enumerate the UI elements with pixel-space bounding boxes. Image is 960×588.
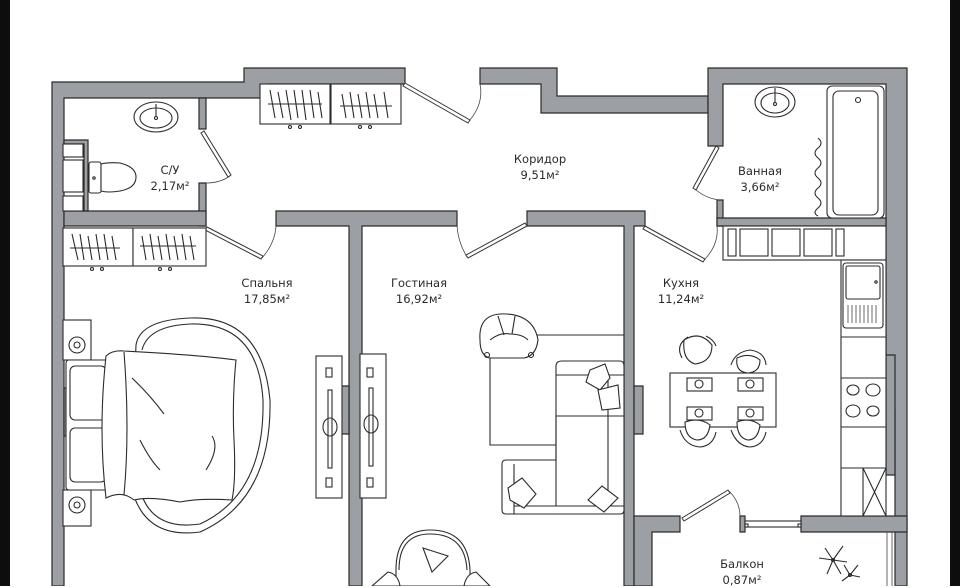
door-bedroom[interactable] <box>204 225 277 260</box>
room-area: 9,51м² <box>520 168 560 182</box>
doors <box>200 82 893 586</box>
wall-wc-bottom <box>63 210 207 227</box>
wall-wc-right <box>198 97 207 130</box>
door-kitchen[interactable] <box>642 225 718 263</box>
wc-sink-icon <box>133 101 179 133</box>
window-balcony <box>744 520 802 528</box>
wall-kitchen-bottom-door-post <box>739 515 746 533</box>
room-area: 16,92м² <box>395 292 443 306</box>
room-area: 0,87м² <box>722 573 762 587</box>
room-label-living-room: Гостиная 16,92м² <box>391 275 447 307</box>
frame-bar-left <box>0 0 10 586</box>
room-name: Кухня <box>662 276 700 290</box>
door-bathroom[interactable] <box>692 145 720 201</box>
room-label-corridor: Коридор 9,51м² <box>514 151 566 183</box>
kitchen-counter <box>840 259 887 517</box>
wall-kitchen-right-window <box>885 354 896 476</box>
door-wc[interactable] <box>200 130 232 184</box>
room-name: Балкон <box>720 557 764 571</box>
room-label-bedroom: Спальня 17,85м² <box>241 275 292 307</box>
armchair-icon <box>479 313 539 359</box>
room-label-wc: С/У 2,17м² <box>151 162 190 194</box>
wall-corridor-bottom-left <box>275 210 458 586</box>
door-living-room[interactable] <box>456 222 528 259</box>
kitchen-sink-icon <box>842 262 884 329</box>
wall-kitchen-bottom-left <box>633 515 681 586</box>
dining-chairs <box>679 335 767 448</box>
nightstands <box>62 319 92 527</box>
shower-curtain <box>814 137 822 217</box>
room-area: 2,17м² <box>150 179 190 193</box>
room-name: С/У <box>160 163 180 177</box>
room-name: Спальня <box>241 276 293 290</box>
room-name: Коридор <box>513 152 567 166</box>
kitchen-upper-cabinets <box>722 225 887 261</box>
wall-outer-top-middle <box>479 67 709 114</box>
tv-stand-bedroom <box>315 355 343 499</box>
stove-icon <box>845 383 881 418</box>
bathroom-sink-icon <box>754 86 796 118</box>
wall-pillar-living-kitchen <box>633 385 644 435</box>
bathtub-icon <box>826 85 885 219</box>
room-name: Ванная <box>738 164 782 178</box>
bedroom-wardrobe <box>62 227 207 272</box>
room-label-kitchen: Кухня 11,24м² <box>658 275 704 307</box>
room-name: Гостиная <box>390 276 448 290</box>
door-balcony[interactable] <box>681 489 741 522</box>
corridor-wardrobe <box>259 83 402 130</box>
balcony-railing <box>886 532 893 586</box>
bathroom-fixtures <box>754 85 885 219</box>
bed-icon <box>65 350 237 503</box>
sofa-icon <box>501 360 625 515</box>
wall-kitchen-bottom-right <box>800 515 908 533</box>
coffee-table-icon <box>371 529 491 586</box>
wc-fixtures <box>62 101 179 212</box>
frame-bar-right <box>950 0 960 586</box>
room-area: 17,85м² <box>243 292 291 306</box>
room-area: 3,66м² <box>740 180 780 194</box>
dining-table <box>669 335 777 448</box>
room-label-balcony: Балкон 0,87м² <box>720 556 764 588</box>
tv-stand-living <box>359 353 387 499</box>
room-area: 11,24м² <box>657 292 705 306</box>
toilet-icon <box>88 161 137 194</box>
plant-icon <box>818 545 861 582</box>
door-corridor-entrance[interactable] <box>402 82 482 124</box>
room-label-bathroom: Ванная 3,66м² <box>738 163 782 195</box>
wc-shelves <box>62 143 84 212</box>
wall-bathroom-bottom <box>716 217 887 227</box>
wall-corridor-bottom-right <box>526 210 646 586</box>
